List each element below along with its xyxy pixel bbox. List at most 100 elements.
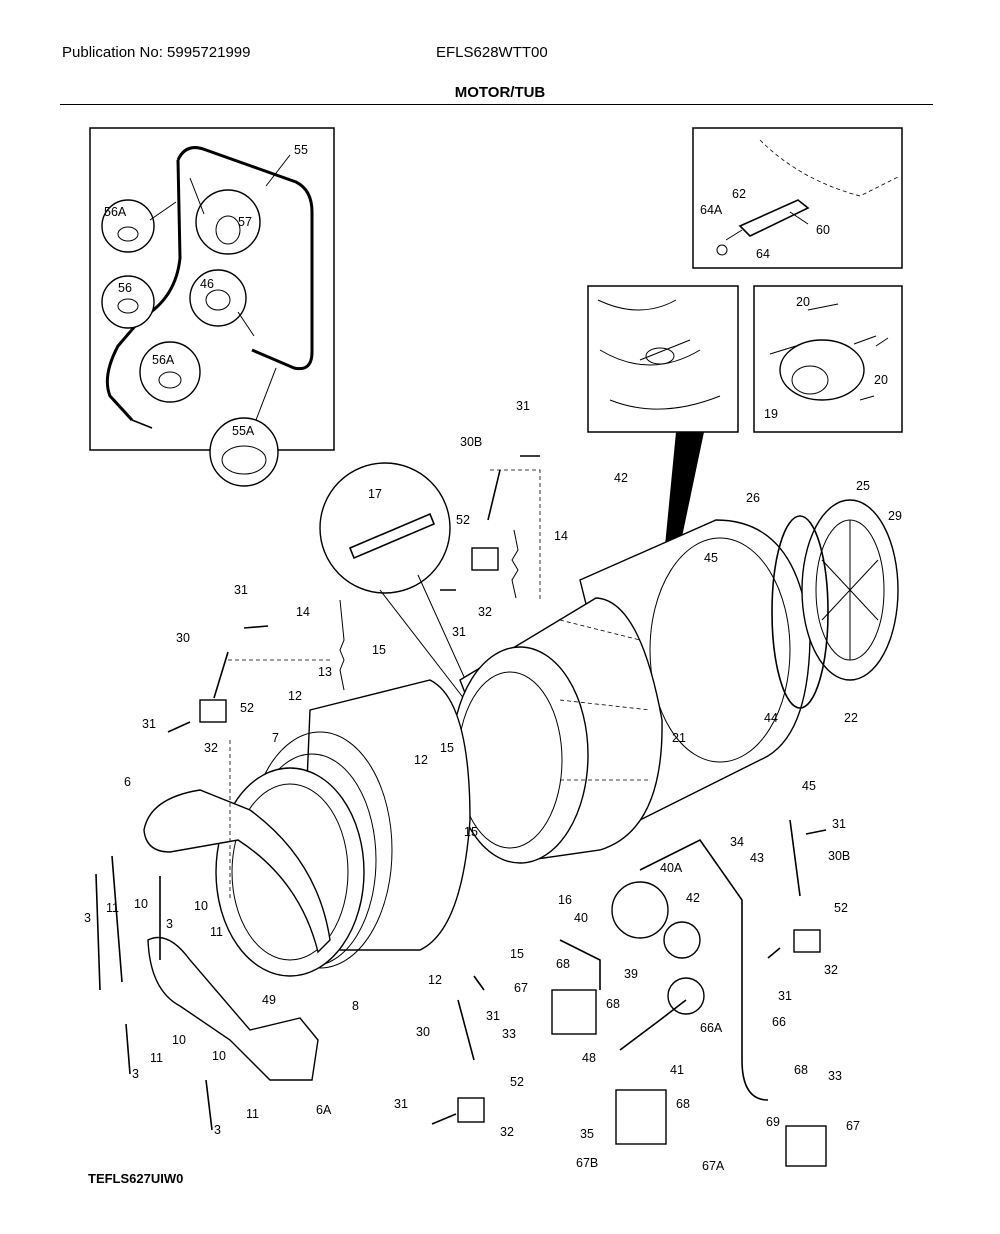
callout-68: 68 <box>556 957 570 971</box>
pump-35 <box>615 1089 667 1145</box>
callout-57: 57 <box>238 215 252 229</box>
callout-13: 13 <box>318 665 332 679</box>
callout-12: 12 <box>428 973 442 987</box>
callout-68: 68 <box>606 997 620 1011</box>
callout-68: 68 <box>794 1063 808 1077</box>
callout-64a: 64A <box>700 203 723 217</box>
detail-circle-57 <box>195 189 261 255</box>
callout-31: 31 <box>142 717 156 731</box>
callout-26: 26 <box>746 491 760 505</box>
spring-14-left <box>339 599 345 691</box>
callout-11: 11 <box>150 1051 163 1065</box>
callout-11: 11 <box>106 901 119 915</box>
hose-66 <box>639 838 769 1101</box>
callout-31: 31 <box>486 1009 500 1023</box>
leader-55A <box>255 367 277 421</box>
callout-14: 14 <box>296 605 310 619</box>
callout-55a: 55A <box>232 424 255 438</box>
callout-66a: 66A <box>700 1021 723 1035</box>
callout-31: 31 <box>778 989 792 1003</box>
callout-52: 52 <box>240 701 254 715</box>
callout-19: 19 <box>764 407 778 421</box>
callout-40: 40 <box>574 911 588 925</box>
detail-circle-17-group <box>319 462 471 701</box>
callout-6: 6 <box>124 775 131 789</box>
callout-60: 60 <box>816 223 830 237</box>
leader-60 <box>789 211 809 225</box>
shock-30-left <box>213 651 229 699</box>
callout-32: 32 <box>824 963 838 977</box>
callout-55: 55 <box>294 143 308 157</box>
callout-20: 20 <box>874 373 888 387</box>
callout-10: 10 <box>212 1049 226 1063</box>
hose-41 <box>619 999 687 1051</box>
callout-10: 10 <box>134 897 148 911</box>
drum-perforations <box>559 619 651 781</box>
callout-56a: 56A <box>104 205 127 219</box>
callout-12: 12 <box>288 689 302 703</box>
leader-55 <box>265 154 291 187</box>
callout-31: 31 <box>394 1097 408 1111</box>
inset-hose-clamps <box>89 127 335 487</box>
callout-68: 68 <box>676 1097 690 1111</box>
callout-34: 34 <box>730 835 744 849</box>
callout-3: 3 <box>166 917 173 931</box>
callout-52: 52 <box>510 1075 524 1089</box>
callout-32: 32 <box>500 1125 514 1139</box>
callout-31: 31 <box>234 583 248 597</box>
inset-heater <box>692 127 903 269</box>
grommet-55A <box>221 445 267 475</box>
callout-41: 41 <box>670 1063 684 1077</box>
callout-56: 56 <box>118 281 132 295</box>
callout-45: 45 <box>802 779 816 793</box>
heater-60 <box>738 199 810 237</box>
leader-57 <box>189 177 205 215</box>
detail-circle-56A-top <box>101 199 155 253</box>
callout-40a: 40A <box>660 861 683 875</box>
callout-29: 29 <box>888 509 902 523</box>
callout-52: 52 <box>456 513 470 527</box>
callout-67b: 67B <box>576 1156 598 1170</box>
callout-30: 30 <box>416 1025 430 1039</box>
hose-39 <box>559 939 601 990</box>
detail-circle-40A <box>611 881 669 939</box>
callout-45: 45 <box>704 551 718 565</box>
callout-15: 15 <box>464 825 478 839</box>
callout-35: 35 <box>580 1127 594 1141</box>
callout-3: 3 <box>214 1123 221 1137</box>
tub-outline-hint <box>759 139 901 197</box>
callout-56a: 56A <box>152 353 175 367</box>
callout-30b: 30B <box>828 849 850 863</box>
callout-12: 12 <box>414 753 428 767</box>
publication-number: Publication No: 5995721999 <box>62 44 251 61</box>
clamp-56A-bottom <box>158 371 182 389</box>
leader-46 <box>237 311 255 337</box>
callout-33: 33 <box>828 1069 842 1083</box>
callout-49: 49 <box>262 993 276 1007</box>
callout-32: 32 <box>204 741 218 755</box>
callout-67: 67 <box>846 1119 860 1133</box>
callout-64: 64 <box>756 247 770 261</box>
header-divider <box>60 104 933 105</box>
callout-32: 32 <box>478 605 492 619</box>
section-title: MOTOR/TUB <box>454 84 546 101</box>
guide-lines <box>228 469 541 900</box>
leader-17-zoom <box>379 589 466 701</box>
callout-48: 48 <box>582 1051 596 1065</box>
bracket-32-left <box>199 699 227 723</box>
footer-code: TEFLS627UIW0 <box>88 1171 184 1186</box>
motor-pulley <box>791 365 829 395</box>
callout-21: 21 <box>672 731 686 745</box>
callout-33: 33 <box>502 1027 516 1041</box>
callout-42: 42 <box>686 891 700 905</box>
callout-7: 7 <box>272 731 279 745</box>
model-number: EFLS628WTT00 <box>436 44 548 61</box>
callout-30: 30 <box>176 631 190 645</box>
valve-67-right <box>785 1125 827 1167</box>
inset-box-heater <box>692 127 903 269</box>
callout-15: 15 <box>372 643 386 657</box>
callout-30b: 30B <box>460 435 482 449</box>
spring-14-top <box>511 529 519 599</box>
bearing-seal <box>645 347 675 365</box>
callout-8: 8 <box>352 999 359 1013</box>
